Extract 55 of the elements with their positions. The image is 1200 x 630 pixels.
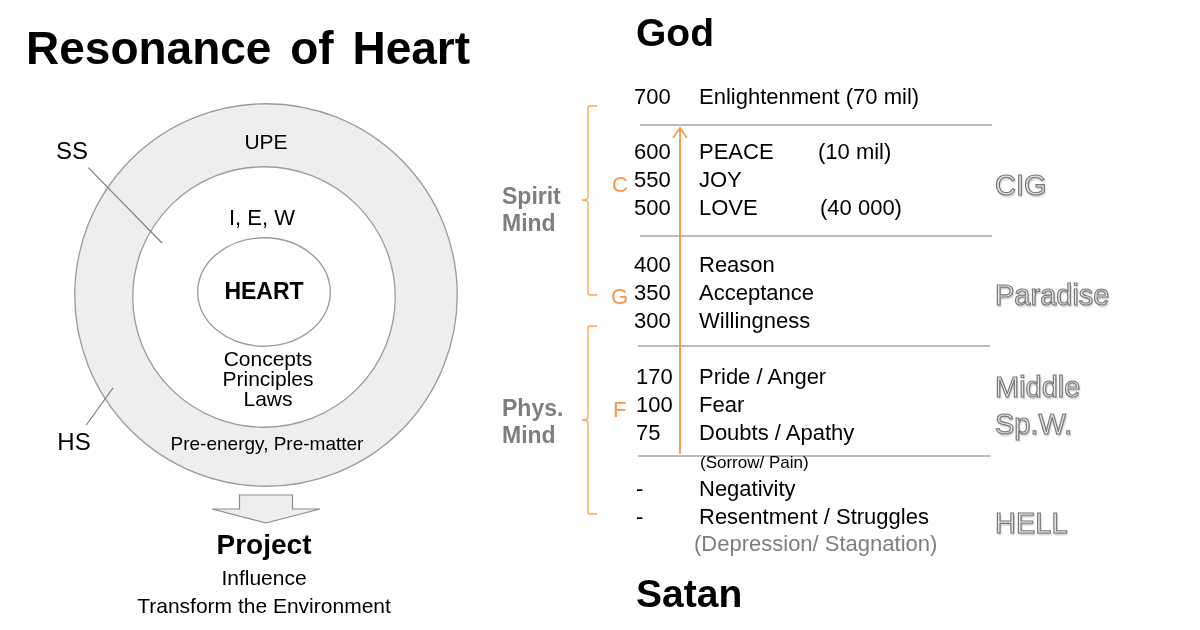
side-label: Spirit Mind bbox=[502, 183, 561, 237]
circle-label: I, E, W bbox=[229, 205, 295, 231]
brace-letter: F bbox=[613, 397, 627, 423]
brace-letter: C bbox=[612, 172, 628, 198]
level-name: Enlightenment (70 mil) bbox=[699, 84, 920, 110]
level-name: JOY bbox=[699, 167, 742, 193]
level-number: 300 bbox=[634, 308, 671, 334]
level-name: Acceptance bbox=[699, 280, 814, 306]
scale-end-label: Satan bbox=[636, 571, 743, 617]
level-name: Willingness bbox=[699, 308, 811, 334]
level-number: 600 bbox=[634, 139, 671, 165]
body-text: Transform the Environment bbox=[137, 593, 391, 619]
level-number: 400 bbox=[634, 252, 671, 278]
level-number: 350 bbox=[634, 280, 671, 306]
leader-line bbox=[85, 387, 114, 426]
level-number: 550 bbox=[634, 167, 671, 193]
realm-label: CIG bbox=[995, 167, 1047, 203]
level-name: Fear bbox=[699, 392, 745, 418]
level-name: Doubts / Apathy bbox=[699, 420, 855, 446]
level-name: Pride / Anger bbox=[699, 364, 827, 390]
level-note: (Sorrow/ Pain) bbox=[700, 453, 809, 473]
level-number: 75 bbox=[636, 420, 661, 446]
block-arrow bbox=[211, 494, 321, 524]
level-number: 100 bbox=[636, 392, 673, 418]
realm-label: Paradise bbox=[995, 277, 1110, 313]
level-name: Resentment / Struggles bbox=[699, 504, 929, 530]
scale-end-label: God bbox=[636, 10, 714, 56]
level-dash: - bbox=[636, 476, 644, 502]
circle-label: Concepts Principles Laws bbox=[222, 349, 314, 409]
ring-label: Pre-energy, Pre-matter bbox=[170, 433, 364, 455]
level-name: Reason bbox=[699, 252, 775, 278]
count-note: (40 000) bbox=[820, 195, 902, 221]
count-note: (10 mil) bbox=[818, 139, 892, 165]
level-number: 500 bbox=[634, 195, 671, 221]
callout-label: SS bbox=[56, 137, 88, 165]
heading: Project bbox=[216, 528, 312, 562]
level-dash: - bbox=[636, 504, 644, 530]
body-text: Influence bbox=[221, 565, 307, 591]
callout-label: HS bbox=[57, 428, 91, 456]
title: Resonance of Heart bbox=[26, 21, 470, 75]
level-number: 170 bbox=[636, 364, 673, 390]
brace-letter: G bbox=[611, 284, 629, 310]
realm-label: HELL bbox=[995, 505, 1068, 541]
ring-label: UPE bbox=[244, 129, 288, 155]
side-label: Phys. Mind bbox=[502, 395, 564, 449]
level-note: (Depression/ Stagnation) bbox=[694, 531, 938, 557]
level-name: LOVE bbox=[699, 195, 758, 221]
level-name: PEACE bbox=[699, 139, 774, 165]
realm-label: Middle Sp.W. bbox=[995, 370, 1081, 442]
heart-ellipse bbox=[197, 237, 331, 347]
center-label: HEART bbox=[224, 277, 304, 305]
inner-circle bbox=[132, 166, 396, 428]
level-name: Negativity bbox=[699, 476, 796, 502]
level-number: 700 bbox=[634, 84, 671, 110]
leader-line bbox=[87, 167, 163, 244]
